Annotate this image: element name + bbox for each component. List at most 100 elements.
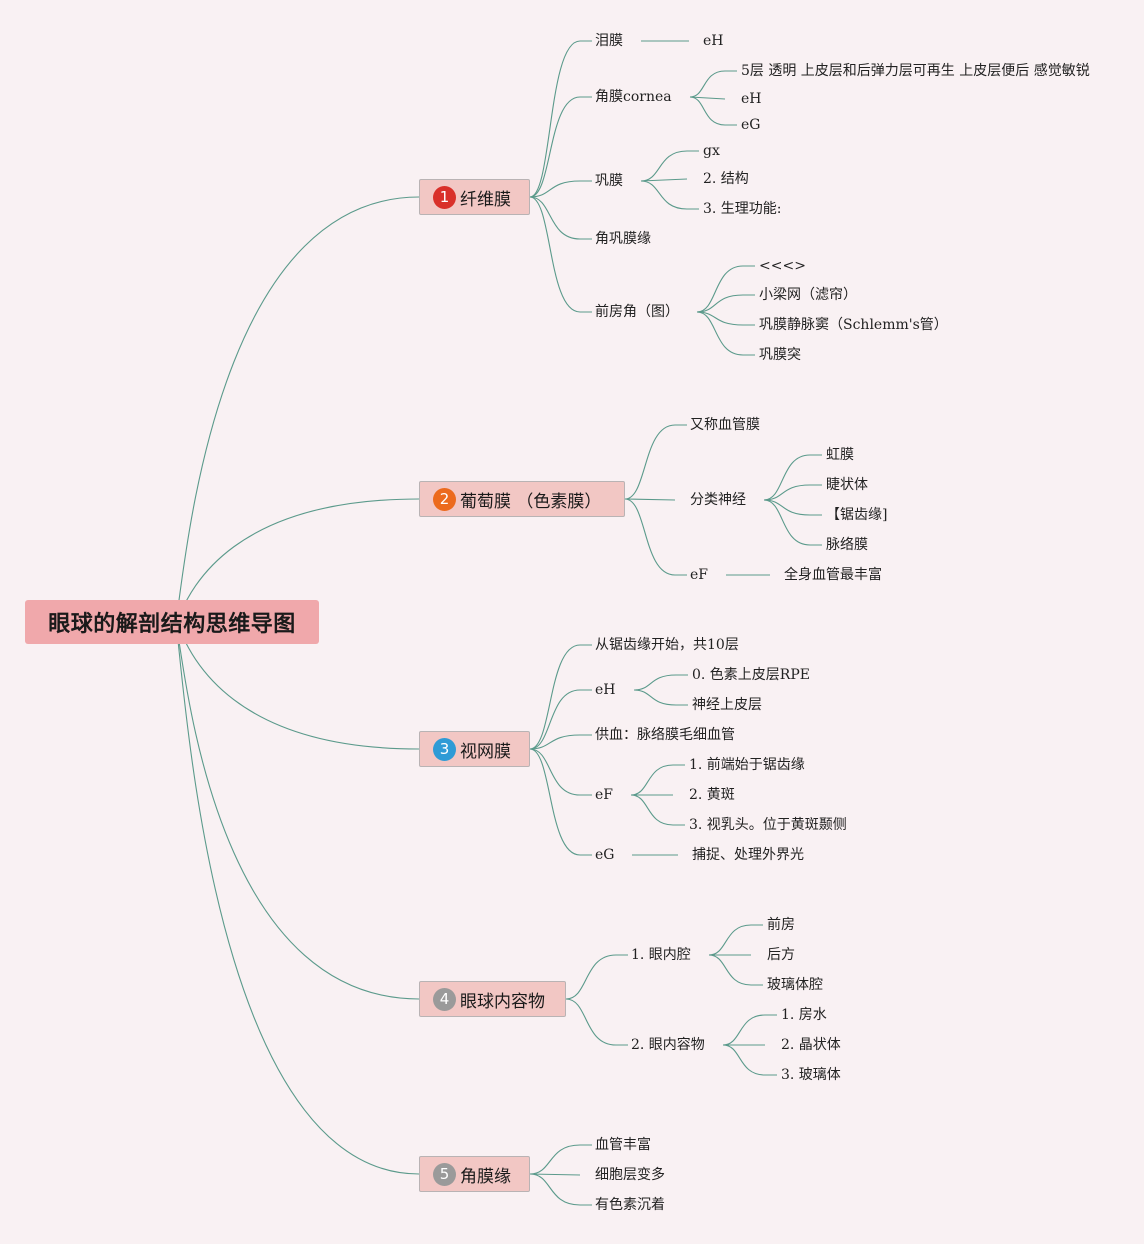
connector-line (722, 1014, 777, 1046)
topic-item[interactable]: 角巩膜缘 (595, 231, 651, 247)
connector-line (708, 924, 763, 956)
root-connector (175, 196, 420, 623)
subtopic-item[interactable]: 巩膜突 (759, 347, 801, 363)
connector-line (763, 499, 822, 546)
topic-item[interactable]: 细胞层变多 (595, 1167, 665, 1183)
subtopic-item[interactable]: 后方 (767, 947, 795, 963)
topic-item[interactable]: 1. 眼内腔 (631, 947, 691, 963)
subtopic-item[interactable]: 全身血管最丰富 (784, 567, 882, 583)
branch-label: 纤维膜 (460, 189, 511, 210)
connector-line (565, 954, 628, 1000)
subtopic-item[interactable]: 3. 视乳头。位于黄斑颞侧 (689, 817, 847, 833)
subtopic-item[interactable]: 睫状体 (826, 477, 868, 493)
connector-line (763, 454, 822, 501)
topic-item[interactable]: eH (595, 682, 616, 698)
connector-line (633, 674, 688, 691)
subtopic-item[interactable]: <<<> (759, 258, 806, 274)
subtopic-item[interactable]: 巩膜静脉窦（Schlemm's管） (759, 317, 948, 333)
root-connector (175, 621, 420, 1000)
topic-item[interactable]: 有色素沉着 (595, 1197, 665, 1213)
connector-line (708, 954, 763, 986)
subtopic-item[interactable]: 【锯齿缘] (826, 507, 888, 523)
branch-label: 视网膜 (460, 741, 511, 762)
subtopic-item[interactable]: 2. 结构 (703, 171, 749, 187)
connector-line (696, 294, 755, 313)
connector-line (696, 311, 755, 356)
topic-item[interactable]: 分类神经 (690, 492, 746, 508)
subtopic-item[interactable]: 2. 晶状体 (781, 1037, 841, 1053)
connector-line (624, 498, 687, 576)
number-badge-icon: 4 (433, 987, 456, 1011)
subtopic-item[interactable]: 脉络膜 (826, 537, 868, 553)
connector-line (624, 424, 687, 500)
subtopic-item[interactable]: 3. 玻璃体 (781, 1067, 841, 1083)
connector-line (565, 998, 628, 1046)
connector-line (689, 96, 737, 126)
number-badge-icon: 1 (433, 185, 456, 209)
subtopic-item[interactable]: 1. 前端始于锯齿缘 (689, 757, 805, 773)
connector-line (763, 484, 822, 501)
topic-item[interactable]: 角膜cornea (595, 89, 672, 105)
root-topic[interactable]: 眼球的解剖结构思维导图 (25, 600, 319, 644)
root-connector (175, 621, 420, 1175)
connector-line (529, 644, 592, 750)
topic-item[interactable]: 又称血管膜 (690, 417, 760, 433)
subtopic-item[interactable]: eG (741, 117, 761, 133)
connector-line (529, 689, 592, 750)
connector-line (529, 1173, 592, 1206)
number-badge-icon: 2 (433, 487, 456, 511)
subtopic-item[interactable]: 1. 房水 (781, 1007, 827, 1023)
connector-line (630, 794, 685, 826)
subtopic-item[interactable]: 虹膜 (826, 447, 854, 463)
connector-line (633, 689, 688, 706)
connector-line (696, 311, 755, 326)
branch-label: 眼球内容物 (460, 991, 545, 1012)
connector-line (640, 178, 688, 182)
connector-line (624, 498, 676, 501)
connector-line (689, 70, 737, 98)
connector-line (689, 96, 726, 100)
subtopic-item[interactable]: 2. 黄斑 (689, 787, 735, 803)
topic-item[interactable]: eG (595, 847, 615, 863)
subtopic-item[interactable]: gx (703, 143, 720, 159)
connector-line (529, 40, 592, 198)
connector-line (529, 1144, 592, 1175)
connector-line (529, 180, 592, 198)
subtopic-item[interactable]: 0. 色素上皮层RPE (692, 667, 810, 683)
subtopic-item[interactable]: 神经上皮层 (692, 697, 762, 713)
subtopic-item[interactable]: eH (703, 33, 724, 49)
topic-item[interactable]: 泪膜 (595, 33, 623, 49)
connector-line (640, 180, 699, 210)
branch-label: 角膜缘 (460, 1166, 511, 1187)
connector-line (722, 1044, 777, 1076)
topic-item[interactable]: 巩膜 (595, 173, 623, 189)
subtopic-item[interactable]: 玻璃体腔 (767, 977, 823, 993)
connector-line (640, 150, 699, 182)
subtopic-item[interactable]: 前房 (767, 917, 795, 933)
topic-item[interactable]: 从锯齿缘开始，共10层 (595, 637, 739, 653)
connector-line (529, 196, 592, 313)
topic-item[interactable]: 血管丰富 (595, 1137, 651, 1153)
connector-line (763, 499, 822, 516)
connector-line (529, 748, 592, 856)
topic-item[interactable]: 供血：脉络膜毛细血管 (595, 727, 735, 743)
subtopic-item[interactable]: 捕捉、处理外界光 (692, 847, 804, 863)
subtopic-item[interactable]: 5层 透明 上皮层和后弹力层可再生 上皮层便后 感觉敏锐 (741, 63, 1090, 79)
connector-line (529, 1173, 581, 1176)
subtopic-item[interactable]: 3. 生理功能: (703, 201, 782, 217)
topic-item[interactable]: 前房角（图） (595, 304, 679, 320)
number-badge-icon: 3 (433, 737, 456, 761)
topic-item[interactable]: eF (595, 787, 613, 803)
connector-line (529, 196, 592, 240)
subtopic-item[interactable]: eH (741, 91, 762, 107)
topic-item[interactable]: 2. 眼内容物 (631, 1037, 705, 1053)
subtopic-item[interactable]: 小梁网（滤帘） (759, 287, 857, 303)
connector-line (529, 748, 592, 796)
connector-line (630, 764, 685, 796)
topic-item[interactable]: eF (690, 567, 708, 583)
